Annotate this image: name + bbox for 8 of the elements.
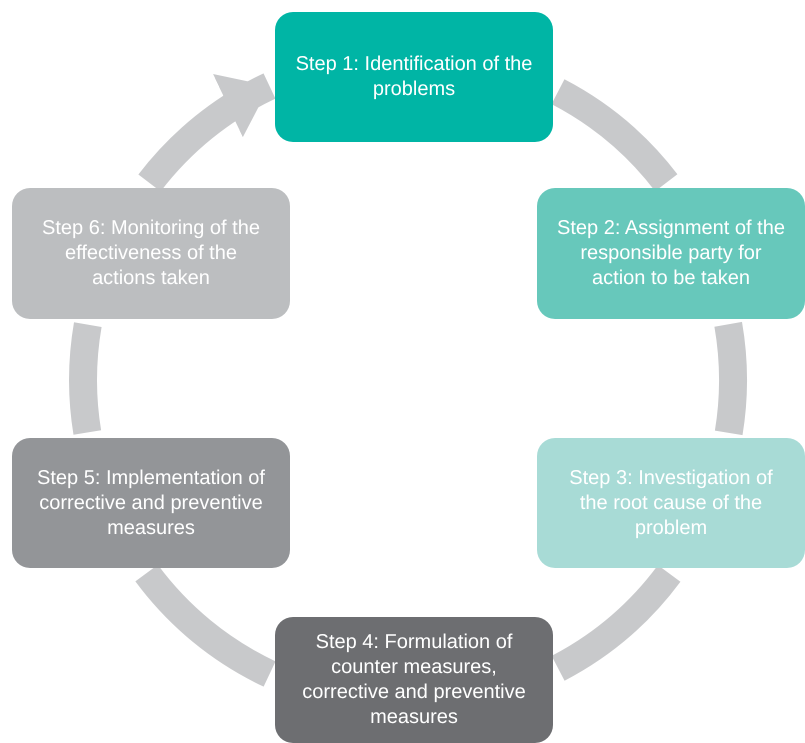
cycle-arc [714,322,747,435]
step-box: Step 6: Monitoring of the effectiveness of the actions taken [12,188,290,319]
step-box: Step 5: Implementation of corrective and preventive measures [12,438,290,568]
step-box: Step 1: Identification of the problems [275,12,553,142]
step-box: Step 2: Assignment of the responsible party for action to be taken [537,188,805,319]
cycle-arc [69,322,102,434]
step-box: Step 4: Formulation of counter measures, corrective and preventive measures [275,617,553,743]
step-box: Step 3: Investigation of the root cause of the problem [537,438,805,568]
